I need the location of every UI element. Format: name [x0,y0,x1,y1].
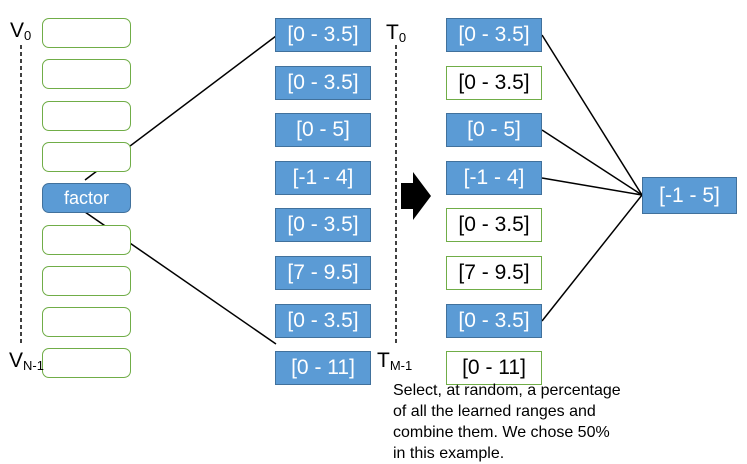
diagram-canvas: factor V0 VN-1 [0 - 3.5] [0 - 3.5] [0 - 5]… [9,18,737,462]
variable-slot-box [42,225,131,255]
combined-range-box: [-1 - 5] [642,177,737,214]
combine-connector-line [541,34,643,196]
unselected-range-box: [0 - 3.5] [446,66,542,100]
unselected-range-box: [0 - 11] [446,351,542,385]
variable-slot-box [42,59,131,89]
learned-range-box: [-1 - 4] [275,161,371,195]
variable-slot-box [42,307,131,337]
combine-connector-line [541,177,643,196]
range-last-label: TM-1 [377,349,413,373]
unselected-range-box: [7 - 9.5] [446,256,542,290]
selected-range-box: [0 - 5] [446,113,542,147]
learned-range-box: [0 - 3.5] [275,18,371,52]
unselected-range-box: [0 - 3.5] [446,208,542,242]
learned-range-box: [0 - 11] [275,351,371,385]
factor-variable-box: factor [42,183,131,213]
variable-slot-box [42,101,131,131]
variable-first-label: V0 [10,19,32,43]
connector-layer [20,34,643,345]
learned-range-box: [0 - 3.5] [275,208,371,242]
learned-range-box: [0 - 3.5] [275,304,371,338]
caption-text: Select, at random, a percentage of all t… [393,382,621,462]
variable-last-label: VN-1 [9,349,44,373]
combine-connector-line [541,129,643,196]
learned-range-box: [0 - 3.5] [275,66,371,100]
selected-range-box: [-1 - 4] [446,161,542,195]
selected-range-box: [0 - 3.5] [446,18,542,52]
arrow-right-icon [401,172,431,220]
learned-range-box: [7 - 9.5] [275,256,371,290]
range-first-label: T0 [386,21,407,45]
variable-slot-box [42,348,131,378]
variable-slot-box [42,18,131,48]
combine-connector-line [541,194,643,322]
variable-slot-box [42,266,131,296]
learned-range-box: [0 - 5] [275,113,371,147]
selected-range-box: [0 - 3.5] [446,304,542,338]
variable-slot-box [42,142,131,172]
